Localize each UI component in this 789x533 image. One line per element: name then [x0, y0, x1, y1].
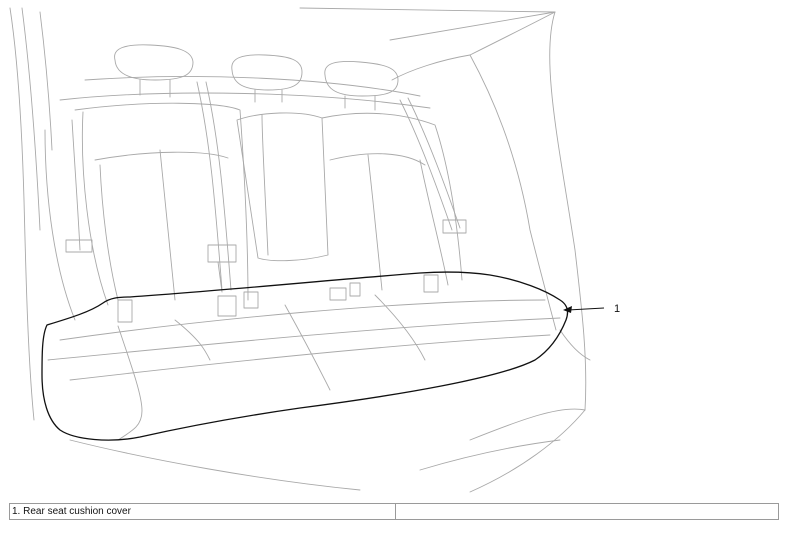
callout-number: 1	[614, 303, 620, 315]
legend-row: 1. Rear seat cushion cover	[9, 503, 779, 520]
seat-cushion-cover-outline	[41, 271, 569, 441]
legend-cell-text: 1. Rear seat cushion cover	[9, 503, 396, 520]
callout-leader-line	[567, 307, 605, 311]
callout-arrowhead	[563, 306, 572, 313]
legend-cell-empty	[395, 503, 779, 520]
legend-table: 1. Rear seat cushion cover	[9, 503, 779, 520]
car-interior-outline	[9, 7, 591, 493]
rear-seat-illustration: 1	[9, 7, 620, 493]
